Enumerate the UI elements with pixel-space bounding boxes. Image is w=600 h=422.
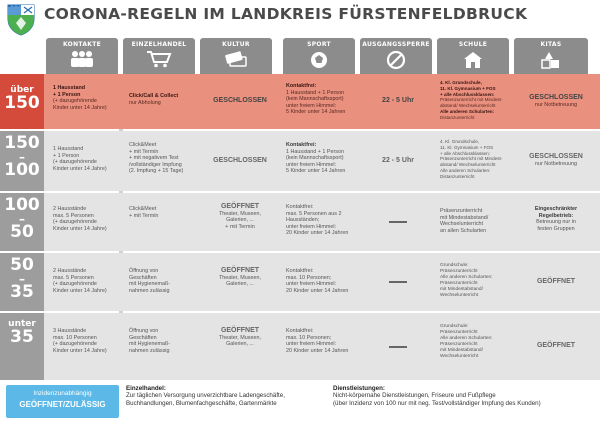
row-label-unter-35: unter 35 [0,313,44,380]
cell-kitas: GEÖFFNET [536,342,576,350]
cell-ausgangssperre [360,253,436,311]
cell-ausgangssperre: 22 - 5 Uhr [382,156,414,164]
header: CORONA-REGELN IM LANDKREIS FÜRSTENFELDBR… [0,0,600,40]
column-label: SCHULE [458,41,488,48]
legend-einzelhandel: Einzelhandel: Zur täglichen Versorgung u… [126,385,285,407]
row-label-50-35: 50 – 35 [0,253,44,311]
cell-schule: 4. Kl. Grundschule,11. Kl. Gymnasium + F… [440,80,503,120]
cell-schule: 4. Kl. Grundschule,11. Kl. Gymnasium + F… [440,139,503,179]
column-label: KULTUR [222,41,250,48]
column-header-kitas: KITAS [514,38,588,74]
cell-ausgangssperre: 22 - 5 Uhr [382,97,414,105]
tickets-icon [225,51,247,67]
column-header-einzelhandel: EINZELHANDEL [123,38,195,74]
column-label: SPORT [307,41,331,48]
blocks-icon [541,52,559,69]
district-crest-icon [7,4,35,36]
page-title: CORONA-REGELN IM LANDKREIS FÜRSTENFELDBR… [44,5,528,23]
column-header-kultur: KULTUR [200,38,272,74]
column-header-sport: SPORT [283,38,355,74]
cell-sport: Kontaktfrei:max. 10 Personen;unter freie… [286,328,349,354]
cell-sport: Kontaktfrei:max. 10 Personen;unter freie… [286,268,349,294]
column-header-schule: SCHULE [437,38,509,74]
column-label: EINZELHANDEL [131,41,187,48]
row-label-ueber-150: über 150 [0,74,44,129]
forbidden-icon [386,50,406,70]
cell-kultur: GESCHLOSSEN [213,156,267,164]
none-dash [389,281,407,283]
cell-ausgangssperre [360,313,436,380]
cart-icon [147,51,172,68]
cell-sport: Kontaktfrei:1 Hausstand + 1 Person(kein … [286,83,346,116]
column-label: KONTAKTE [62,41,101,48]
cell-kitas: GEÖFFNET [536,277,576,285]
column-header-ausgangssperre: AUSGANGSSPERRE [360,38,432,74]
column-label: KITAS [540,41,562,48]
none-dash [389,345,407,348]
column-label: AUSGANGSSPERRE [362,41,430,48]
row-label-150-100: 150 – 100 [0,131,44,191]
cell-einzelhandel: Click&Meet+ mit Termin+ mit negativem Te… [129,142,184,175]
cell-sport: Kontaktfrei:1 Hausstand + 1 Person(kein … [286,142,346,175]
column-header-kontakte: KONTAKTE [46,38,118,74]
school-icon [464,52,482,68]
cell-ausgangssperre [360,193,436,251]
ball-icon [311,52,327,68]
legend-badge: Inzidenzunabhängig GEÖFFNET/ZULÄSSIG [6,385,119,418]
people-icon [71,51,93,67]
cell-einzelhandel: Click&Meet+ mit Termin [129,206,159,219]
legend-dienstleistungen: Dienstleistungen: Nicht-körpernahe Diens… [333,385,541,407]
cell-kultur: GESCHLOSSEN [213,97,267,105]
none-dash [389,221,407,223]
row-label-100-50: 100 – 50 [0,193,44,251]
